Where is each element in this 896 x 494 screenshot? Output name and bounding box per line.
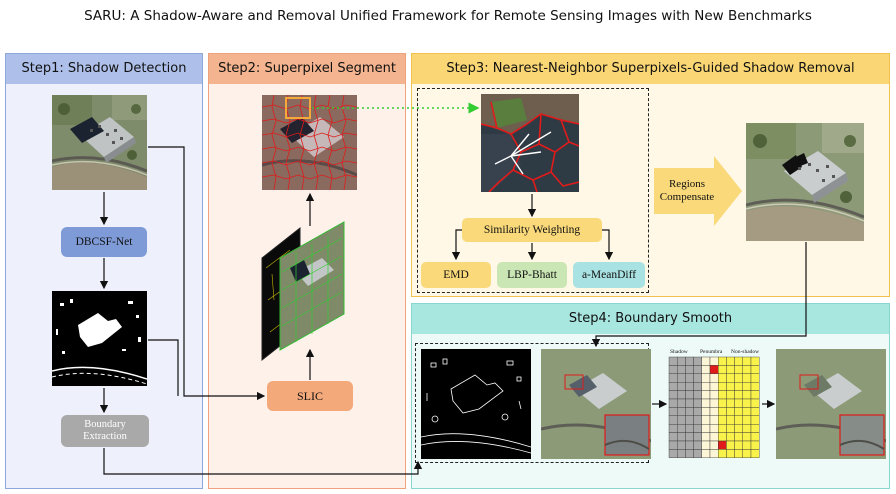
- input-aerial-image: [52, 95, 147, 190]
- step1-header: Step1: Shadow Detection: [6, 54, 202, 84]
- boundary-extraction-label-line1: Boundary: [84, 419, 126, 430]
- dbcsf-net-node: DBCSF-Net: [61, 227, 147, 257]
- figure-title: SARU: A Shadow-Aware and Removal Unified…: [84, 8, 812, 24]
- step3-dashed-frame: [417, 88, 649, 293]
- a-meandiff-label: a-MeanDiff: [581, 269, 637, 281]
- boundary-overlay-image: [541, 349, 651, 459]
- step2-header: Step2: Superpixel Segment: [209, 54, 405, 84]
- boundary-extraction-node: Boundary Extraction: [61, 415, 149, 447]
- superpixel-segmented-image: [262, 95, 357, 190]
- slic-label: SLIC: [296, 388, 323, 403]
- boundary-image: [421, 349, 531, 459]
- step4-header: Step4: Boundary Smooth: [412, 304, 889, 334]
- slic-node: SLIC: [267, 381, 353, 411]
- regions-compensate-label: Regions Compensate: [656, 175, 718, 207]
- emd-node: EMD: [421, 262, 491, 288]
- smoothed-output-image: [776, 349, 886, 459]
- lbp-bhatt-node: LBP-Bhatt: [497, 262, 567, 288]
- similarity-weighting-label: Similarity Weighting: [483, 224, 581, 236]
- step3-header: Step3: Nearest-Neighbor Superpixels-Guid…: [412, 54, 889, 84]
- a-meandiff-node: a-MeanDiff: [573, 262, 645, 288]
- grid-label-shadow: Shadow: [670, 349, 688, 355]
- regions-compensate-line2: Compensate: [659, 191, 715, 203]
- regions-compensate-line1: Regions: [668, 178, 706, 190]
- zoomed-superpixel-patch: [481, 94, 579, 192]
- boundary-extraction-label-line2: Extraction: [83, 431, 127, 442]
- similarity-weighting-node: Similarity Weighting: [462, 218, 602, 242]
- shadow-removed-image: [746, 123, 864, 241]
- dbcsf-net-label: DBCSF-Net: [75, 236, 133, 248]
- emd-label: EMD: [443, 269, 469, 281]
- shadow-mask-image: [52, 291, 147, 386]
- grid-label-penumbra: Penumbra: [700, 349, 723, 355]
- grid-label-nonshadow: Non-shadow: [731, 349, 760, 355]
- lbp-bhatt-label: LBP-Bhatt: [507, 269, 557, 281]
